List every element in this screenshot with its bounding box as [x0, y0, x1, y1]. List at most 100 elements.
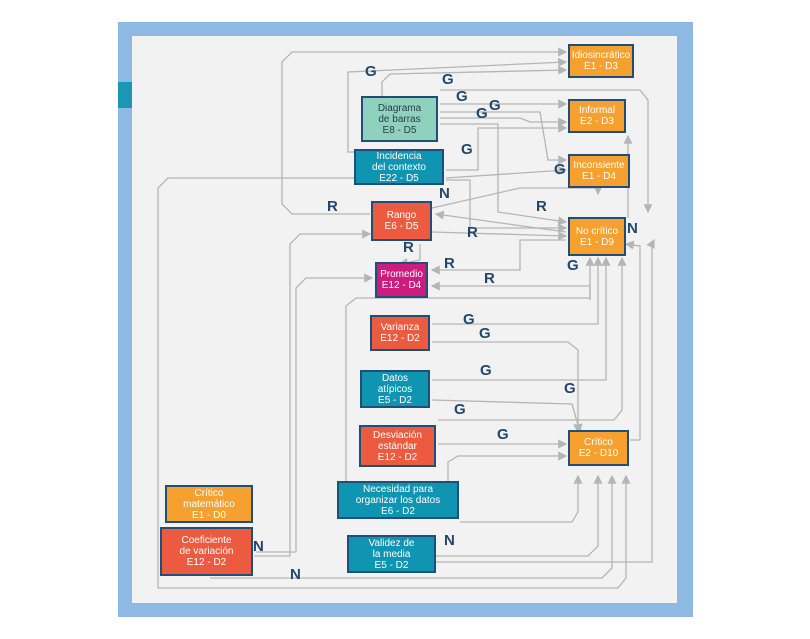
edge-label-n: N	[627, 220, 638, 237]
node-title: Crítico	[584, 437, 613, 448]
node-desviacion-estandar: Desviación estándar E12 - D2	[359, 425, 436, 467]
edge-coef-rango	[254, 229, 372, 557]
node-critico: Crítico E2 - D10	[568, 430, 629, 466]
edge-varianza-nocritico	[432, 256, 603, 325]
node-code: E12 - D4	[381, 280, 422, 291]
edge-diagrama-nocritico-top	[440, 89, 653, 214]
edge-datos-nocritico	[432, 256, 611, 381]
edge-diagrama-idiosincratico	[381, 65, 568, 96]
edge-incidencia-critico	[157, 177, 631, 589]
node-code: E12 - D2	[380, 333, 420, 344]
edge-incidencia-idiosincratico	[347, 57, 568, 153]
node-code: E1 - D3	[584, 61, 618, 72]
node-informal: Informal E2 - D3	[568, 99, 626, 133]
edge-label-g: G	[480, 362, 492, 379]
node-code: E8 - D5	[382, 124, 417, 136]
edge-diagrama-informal-2	[440, 117, 568, 127]
node-code: E2 - D10	[578, 448, 619, 459]
node-diagrama-de-barras: Diagrama de barras E8 - D5	[361, 96, 438, 142]
edge-label-g: G	[479, 325, 491, 342]
node-promedio: Promedio E12 - D4	[375, 262, 428, 298]
node-code: E2 - D3	[580, 116, 614, 127]
node-code: E5 - D2	[374, 559, 409, 571]
node-title: Informal	[578, 105, 616, 116]
node-title: Incidencia del contexto	[372, 150, 426, 173]
edge-label-g: G	[454, 401, 466, 418]
node-inconsiente: Inconsiente E1 - D4	[568, 154, 630, 188]
edge-label-g: G	[554, 161, 566, 178]
edge-label-g: G	[567, 257, 579, 274]
edge-varianza-critico	[432, 341, 583, 434]
edge-incidencia-nocritico	[446, 179, 568, 233]
edge-incidencia-inconsiente	[445, 165, 568, 179]
edge-validez-critico	[436, 474, 603, 557]
edge-label-g: G	[461, 141, 473, 158]
node-coeficiente-de-variacion: Coeficiente de variación E12 - D2	[160, 527, 253, 576]
edge-coef-promedio	[256, 273, 374, 553]
edge-diagrama-inconsiente	[440, 111, 568, 165]
edge-rango-nocritico	[431, 231, 568, 241]
node-code: E12 - D2	[377, 451, 418, 463]
edge-label-r: R	[484, 270, 495, 287]
node-incidencia-del-contexto: Incidencia del contexto E22 - D5	[354, 149, 444, 185]
edge-label-r: R	[403, 239, 414, 256]
node-title: Coeficiente de variación	[179, 535, 234, 557]
edge-label-r: R	[327, 198, 338, 215]
node-code: E22 - D5	[379, 172, 419, 184]
node-title: Necesidad para organizar los datos	[355, 483, 441, 506]
node-validez-de-la-media: Validez de la media E5 - D2	[347, 535, 436, 573]
node-title: Validez de la media	[368, 537, 415, 560]
edge-coef-critico	[210, 474, 617, 579]
edge-label-g: G	[365, 63, 377, 80]
node-title: Datos atípicos	[377, 372, 413, 395]
edge-label-n: N	[444, 532, 455, 549]
node-code: E1 - D0	[192, 509, 226, 521]
node-title: Diagrama de barras	[377, 102, 422, 125]
edge-label-g: G	[476, 105, 488, 122]
edge-label-r: R	[444, 255, 455, 272]
edge-nocritico-promedio	[430, 239, 566, 275]
edge-label-g: G	[442, 71, 454, 88]
node-rango: Rango E6 - D5	[371, 201, 432, 241]
node-code: E5 - D2	[378, 394, 412, 406]
edge-nocritico-critico	[624, 240, 641, 441]
node-title: Crítico matemático	[183, 487, 235, 510]
edge-rango-inconsiente	[431, 186, 603, 209]
edge-nocritico-rango	[434, 210, 567, 233]
edge-label-g: G	[456, 88, 468, 105]
node-idiosincratico: Idiosincrático E1 - D3	[568, 44, 634, 78]
node-title: No crítico	[575, 225, 619, 237]
node-code: E6 - D2	[381, 505, 415, 517]
edge-label-r: R	[467, 224, 478, 241]
edge-validez-nocritico	[436, 238, 655, 563]
node-datos-atipicos: Datos atípicos E5 - D2	[360, 370, 430, 408]
frame-tab-marker	[118, 82, 132, 108]
node-title: Desviación estándar	[373, 429, 422, 452]
edge-label-g: G	[497, 426, 509, 443]
node-necesidad-organizar-datos: Necesidad para organizar los datos E6 - …	[337, 481, 459, 519]
node-critico-matematico: Crítico matemático E1 - D0	[165, 485, 253, 523]
edge-label-g: G	[489, 97, 501, 114]
node-code: E1 - D4	[582, 171, 616, 182]
edge-rango-idiosincratico	[281, 47, 568, 215]
edge-diagrama-nocritico	[440, 123, 568, 226]
edge-desviacion-nocritico	[438, 256, 627, 421]
edge-label-n: N	[439, 185, 450, 202]
edge-datos-critico	[431, 399, 583, 434]
node-code: E1 - D9	[580, 236, 614, 248]
edge-necesidad-critico-2	[460, 474, 583, 523]
node-code: E12 - D2	[186, 557, 227, 568]
node-title: Rango	[386, 210, 417, 221]
node-title: Inconsiente	[573, 160, 625, 171]
edge-label-n: N	[253, 538, 264, 555]
edge-necesidad-critico	[447, 451, 568, 482]
edge-label-r: R	[536, 198, 547, 215]
edge-label-g: G	[564, 380, 576, 397]
edge-critico-promedio	[430, 281, 591, 300]
edge-label-g: G	[463, 311, 475, 328]
node-varianza: Varianza E12 - D2	[370, 315, 430, 351]
edge-incidencia-informal	[446, 123, 568, 171]
node-title: Idiosincrático	[571, 50, 631, 61]
node-title: Promedio	[380, 269, 423, 280]
